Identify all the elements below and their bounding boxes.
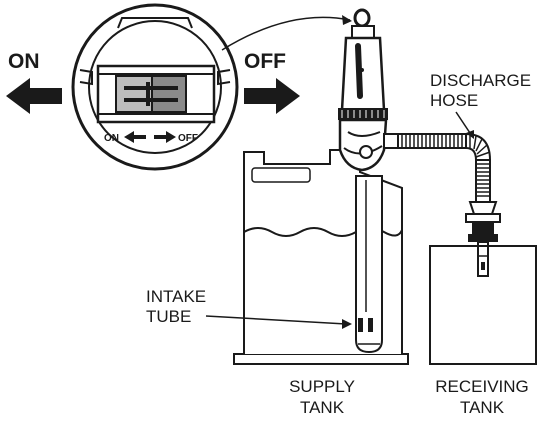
svg-text:RECEIVING: RECEIVING <box>435 377 529 396</box>
svg-text:TANK: TANK <box>300 398 345 417</box>
on-arrow-icon <box>6 78 62 114</box>
dial-on-label: ON <box>104 133 119 144</box>
switch-slider <box>115 75 187 113</box>
label-intake-tube: INTAKE TUBE <box>146 287 352 329</box>
svg-text:DISCHARGE: DISCHARGE <box>430 71 531 90</box>
callout-pointer <box>221 16 351 51</box>
off-label: OFF <box>244 50 286 73</box>
label-receiving-tank: RECEIVING TANK <box>435 377 529 417</box>
label-supply-tank: SUPPLY TANK <box>289 377 355 417</box>
off-arrow-icon <box>244 78 300 114</box>
switch-callout: ON OFF ON OFF <box>6 3 352 171</box>
svg-text:TANK: TANK <box>460 398 505 417</box>
discharge-hose <box>397 132 501 277</box>
liquid-surface <box>243 227 403 237</box>
svg-text:HOSE: HOSE <box>430 91 478 110</box>
label-discharge-hose: DISCHARGE HOSE <box>430 71 531 139</box>
svg-text:INTAKE: INTAKE <box>146 287 206 306</box>
pump-body <box>338 8 399 172</box>
dial-left-arrow-icon <box>124 131 146 143</box>
dial-right-arrow-icon <box>154 131 176 143</box>
on-label: ON <box>8 50 40 73</box>
dial-off-label: OFF <box>178 133 198 144</box>
intake-tube <box>355 175 383 354</box>
svg-text:TUBE: TUBE <box>146 307 191 326</box>
svg-text:SUPPLY: SUPPLY <box>289 377 355 396</box>
